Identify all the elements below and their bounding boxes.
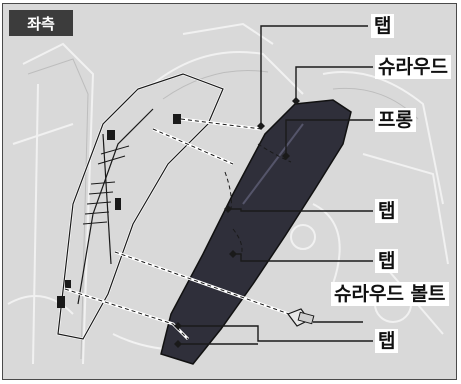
side-label-badge: 좌측 — [9, 10, 73, 36]
shroud-bolt-icon — [287, 308, 315, 327]
callout-prong: 프롱 — [375, 108, 416, 132]
callout-shroud: 슈라우드 — [375, 55, 451, 79]
callout-tab-bottom: 탭 — [375, 329, 399, 353]
callout-shroud-bolt: 슈라우드 볼트 — [331, 282, 449, 306]
callout-tab-mid: 탭 — [375, 199, 399, 223]
callout-tab-top: 탭 — [371, 14, 395, 38]
illustration-frame: 좌측 탭 슈라우드 프롱 탭 탭 슈라우드 볼트 탭 — [2, 3, 457, 380]
callout-tab-lower: 탭 — [375, 249, 399, 273]
